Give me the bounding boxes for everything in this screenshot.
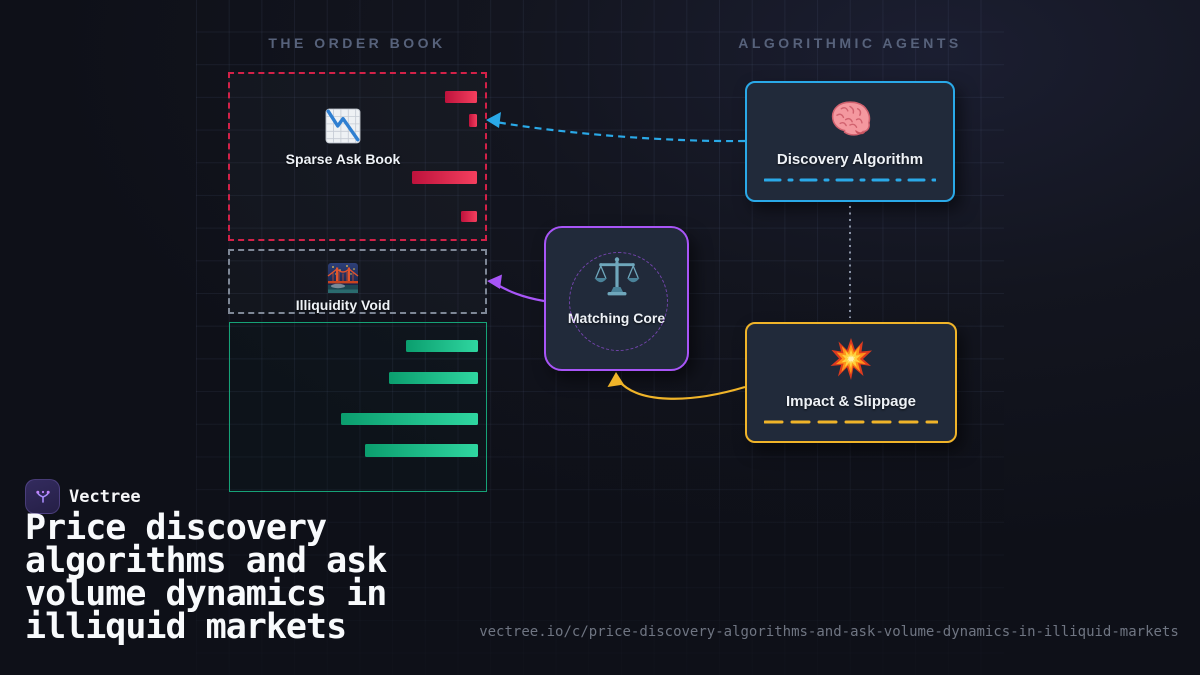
- matching-core-card: Matching Core: [544, 226, 689, 371]
- impact-slippage-card: Impact & Slippage: [745, 322, 957, 443]
- bridge-at-night-icon: [327, 262, 359, 299]
- volume-bar: [365, 444, 478, 457]
- title-line: Price discovery: [25, 508, 327, 548]
- title-line: volume dynamics in: [25, 574, 387, 614]
- volume-bar: [412, 171, 477, 184]
- brand-row: Vectree: [25, 479, 141, 514]
- brain-icon: [828, 100, 872, 142]
- discovery-algorithm-card: Discovery Algorithm: [745, 81, 955, 202]
- volume-bar: [445, 91, 477, 103]
- discovery-signal-line: [764, 178, 936, 182]
- order-book-header: THE ORDER BOOK: [268, 35, 446, 51]
- title-line: illiquid markets: [25, 607, 347, 647]
- agents-header: ALGORITHMIC AGENTS: [738, 35, 962, 51]
- page-url: vectree.io/c/price-discovery-algorithms-…: [479, 624, 1179, 640]
- bid-depth-zone: [229, 322, 487, 492]
- vectree-logo-icon: [25, 479, 60, 514]
- volume-bar: [389, 372, 478, 384]
- volume-bar: [461, 211, 477, 222]
- illiquidity-void-zone: Illiquidity Void: [228, 249, 487, 314]
- chart-decreasing-icon: [324, 107, 362, 150]
- impact-signal-line: [764, 420, 938, 424]
- volume-bar: [341, 413, 478, 425]
- volume-bar: [406, 340, 478, 352]
- collision-icon: [830, 337, 872, 386]
- title-line: algorithms and ask: [25, 541, 387, 581]
- volume-bar: [469, 114, 477, 127]
- brand-name: Vectree: [69, 486, 141, 507]
- sparse-ask-book-label: Sparse Ask Book: [285, 151, 401, 167]
- illiquidity-void-label: Illiquidity Void: [295, 297, 391, 313]
- sparse-ask-book-zone: Sparse Ask Book: [228, 72, 487, 241]
- page-title: Price discovery algorithms and ask volum…: [25, 508, 387, 647]
- discovery-algorithm-label: Discovery Algorithm: [776, 151, 924, 168]
- impact-slippage-label: Impact & Slippage: [785, 393, 917, 410]
- core-dashed-circle: [569, 252, 668, 351]
